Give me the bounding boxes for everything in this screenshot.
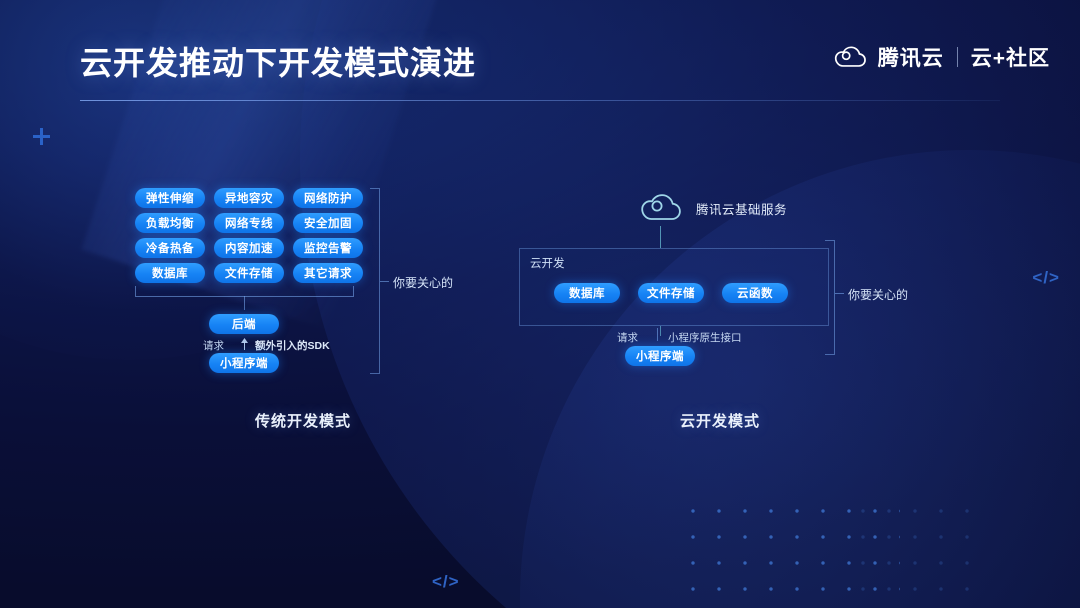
grid-connector-tick-right (353, 286, 354, 296)
brand-divider (956, 47, 958, 67)
cloud-base-service-node: 腾讯云基础服务 (640, 192, 787, 224)
scope-bracket (825, 240, 835, 355)
plus-icon (33, 128, 50, 145)
service-chip[interactable]: 网络防护 (293, 188, 363, 208)
cloud-mode-caption: 云开发模式 (680, 413, 761, 430)
request-label: 请求 (617, 332, 638, 344)
cloud-to-box-line (660, 226, 661, 248)
care-label: 你要关心的 (848, 288, 909, 302)
service-chip[interactable]: 弹性伸缩 (135, 188, 205, 208)
cloud-mode-diagram: 腾讯云基础服务 云开发 数据库 文件存储 云函数 请求 小程序原生接口 小程序端… (505, 170, 965, 380)
scope-bracket (370, 188, 380, 374)
service-chip[interactable]: 其它请求 (293, 263, 363, 283)
cloud-dev-chip[interactable]: 云函数 (722, 283, 788, 303)
code-bracket-icon-bottom: </> (432, 572, 460, 591)
backend-node[interactable]: 后端 (209, 314, 279, 334)
service-chip[interactable]: 网络专线 (214, 213, 284, 233)
scope-bracket-stem (380, 281, 389, 282)
background-dot-grid (680, 498, 900, 608)
service-chip[interactable]: 文件存储 (214, 263, 284, 283)
connector-separator (657, 328, 658, 341)
cloud-development-items: 数据库 文件存储 云函数 (554, 283, 788, 303)
service-chip[interactable]: 冷备热备 (135, 238, 205, 258)
miniprogram-client-node[interactable]: 小程序端 (625, 346, 695, 366)
page-title: 云开发推动下开发模式演进 (80, 45, 477, 81)
service-chip[interactable]: 监控告警 (293, 238, 363, 258)
tencent-cloud-logo-icon (833, 45, 867, 69)
miniprogram-client-node[interactable]: 小程序端 (209, 353, 279, 373)
brand-name: 腾讯云 (877, 47, 944, 70)
service-chip[interactable]: 数据库 (135, 263, 205, 283)
cloud-dev-chip[interactable]: 文件存储 (638, 283, 704, 303)
traditional-mode-diagram: 弹性伸缩 异地容灾 网络防护 负载均衡 网络专线 安全加固 冷备热备 内容加速 … (110, 170, 490, 380)
box-to-client-line (660, 326, 661, 336)
extra-sdk-label: 额外引入的SDK (255, 340, 330, 352)
background-dot-grid-faded (850, 498, 970, 608)
header-divider-rule (80, 100, 1000, 101)
cloud-dev-chip[interactable]: 数据库 (554, 283, 620, 303)
cloud-base-service-label: 腾讯云基础服务 (696, 202, 788, 217)
traditional-service-grid: 弹性伸缩 异地容灾 网络防护 负载均衡 网络专线 安全加固 冷备热备 内容加速 … (135, 188, 363, 283)
traditional-mode-caption: 传统开发模式 (255, 413, 352, 430)
cloud-development-title: 云开发 (530, 258, 565, 270)
brand-sub-name: 云+社区 (970, 47, 1050, 70)
cloud-development-box: 云开发 数据库 文件存储 云函数 (519, 248, 829, 326)
native-api-label: 小程序原生接口 (668, 332, 742, 344)
grid-to-backend-line (244, 296, 245, 310)
request-label: 请求 (203, 340, 224, 352)
code-bracket-icon-right: </> (1032, 268, 1060, 287)
service-chip[interactable]: 负载均衡 (135, 213, 205, 233)
service-chip[interactable]: 安全加固 (293, 213, 363, 233)
sdk-arrow-icon (241, 337, 248, 355)
care-label: 你要关心的 (393, 276, 454, 290)
slide-header: 云开发推动下开发模式演进 腾讯云 云+社区 (0, 0, 1080, 104)
cloud-icon (640, 192, 684, 224)
scope-bracket-stem (835, 293, 844, 294)
service-chip[interactable]: 内容加速 (214, 238, 284, 258)
brand-lockup: 腾讯云 云+社区 (833, 42, 1050, 72)
grid-connector-tick-left (135, 286, 136, 296)
service-chip[interactable]: 异地容灾 (214, 188, 284, 208)
